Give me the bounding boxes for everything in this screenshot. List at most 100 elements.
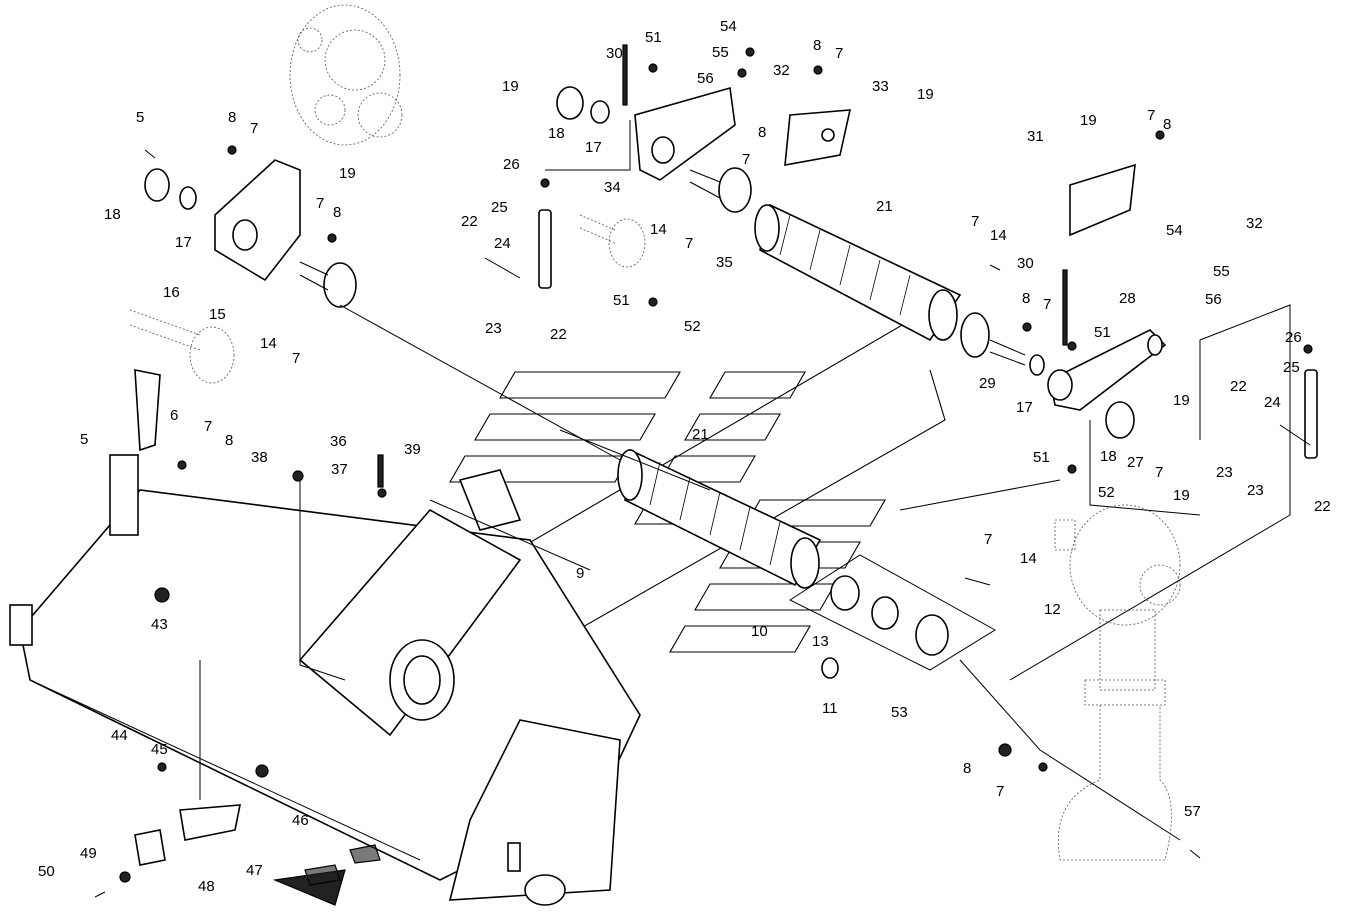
callout-52: 52: [1098, 484, 1115, 501]
callout-10: 10: [751, 623, 768, 640]
callout-5: 5: [80, 431, 88, 448]
callout-29: 29: [979, 375, 996, 392]
callout-7: 7: [1147, 107, 1155, 124]
callout-30: 30: [1017, 255, 1034, 272]
callout-27: 27: [1127, 454, 1144, 471]
callout-23: 23: [485, 320, 502, 337]
callout-7: 7: [250, 120, 258, 137]
callout-32: 32: [773, 62, 790, 79]
callout-17: 17: [175, 234, 192, 251]
callout-31: 31: [1027, 128, 1044, 145]
callout-51: 51: [1094, 324, 1111, 341]
callout-18: 18: [104, 206, 121, 223]
callout-8: 8: [813, 37, 821, 54]
main-frame: [9, 454, 641, 906]
roller-lower: [617, 448, 822, 589]
callout-56: 56: [1205, 291, 1222, 308]
callout-8: 8: [1163, 116, 1171, 133]
callout-7: 7: [204, 418, 212, 435]
leader-lines: [199, 120, 1291, 841]
callout-21: 21: [876, 198, 893, 215]
callout-19: 19: [917, 86, 934, 103]
callout-11: 11: [822, 700, 838, 717]
callout-7: 7: [971, 213, 979, 230]
callout-44: 44: [111, 727, 128, 744]
callouts: 54 30 51 55 8 7 19 56 32 33 19 18 17 8 7…: [38, 18, 1331, 895]
callout-25: 25: [491, 199, 508, 216]
callout-18: 18: [548, 125, 565, 142]
callout-50: 50: [38, 863, 55, 880]
coupling-kit: [788, 554, 996, 671]
callout-6: 6: [170, 407, 178, 424]
callout-14: 14: [1020, 550, 1037, 567]
callout-34: 34: [604, 179, 621, 196]
springs: [484, 209, 1318, 459]
callout-16: 16: [163, 284, 180, 301]
callout-8: 8: [228, 109, 236, 126]
callout-38: 38: [251, 449, 268, 466]
callout-35: 35: [716, 254, 733, 271]
callout-15: 15: [209, 306, 226, 323]
callout-7: 7: [292, 350, 300, 367]
callout-17: 17: [585, 139, 602, 156]
callout-19: 19: [502, 78, 519, 95]
right-gearbox-ghost: [1054, 504, 1181, 861]
callout-54: 54: [1166, 222, 1183, 239]
callout-23: 23: [1216, 464, 1233, 481]
callout-26: 26: [503, 156, 520, 173]
callout-5: 5: [136, 109, 144, 126]
bracket-6: [134, 369, 161, 452]
callout-48: 48: [198, 878, 215, 895]
callout-22: 22: [550, 326, 567, 343]
callout-33: 33: [872, 78, 889, 95]
callout-43: 43: [151, 616, 168, 633]
callout-8: 8: [963, 760, 971, 777]
callout-49: 49: [80, 845, 97, 862]
roller-upper: [754, 203, 962, 342]
callout-19: 19: [1080, 112, 1097, 129]
bracket-48: [134, 829, 166, 866]
callout-37: 37: [331, 461, 348, 478]
callout-22: 22: [1230, 378, 1247, 395]
callout-51: 51: [1033, 449, 1050, 466]
callout-46: 46: [292, 812, 309, 829]
ghost-shafts: [129, 214, 646, 384]
callout-56: 56: [697, 70, 714, 87]
hubs-and-bearings: [144, 86, 1163, 679]
callout-7: 7: [835, 45, 843, 62]
callout-26: 26: [1285, 329, 1302, 346]
bracket-47: [179, 804, 241, 841]
callout-14: 14: [650, 221, 667, 238]
plate-31: [1069, 163, 1136, 237]
callout-14: 14: [260, 335, 277, 352]
callout-22: 22: [461, 213, 478, 230]
callout-8: 8: [758, 124, 766, 141]
callout-24: 24: [1264, 394, 1281, 411]
callout-54: 54: [720, 18, 737, 35]
callout-7: 7: [685, 235, 693, 252]
callout-25: 25: [1283, 359, 1300, 376]
callout-21: 21: [692, 426, 709, 443]
bracket-34: [634, 86, 736, 181]
callout-17: 17: [1016, 399, 1033, 416]
callout-39: 39: [404, 441, 421, 458]
callout-7: 7: [316, 195, 324, 212]
callout-18: 18: [1100, 448, 1117, 465]
callout-8: 8: [1022, 290, 1030, 307]
callout-51: 51: [613, 292, 630, 309]
callout-28: 28: [1119, 290, 1136, 307]
callout-57: 57: [1184, 803, 1201, 820]
plate-16: [214, 159, 301, 282]
callout-52: 52: [684, 318, 701, 335]
callout-7: 7: [742, 151, 750, 168]
callout-7: 7: [984, 531, 992, 548]
callout-53: 53: [891, 704, 908, 721]
callout-32: 32: [1246, 215, 1263, 232]
callout-55: 55: [1213, 263, 1230, 280]
callout-22: 22: [1314, 498, 1331, 515]
callout-19: 19: [339, 165, 356, 182]
plate-33: [784, 109, 852, 166]
callout-19: 19: [1173, 487, 1190, 504]
bracket-28: [1049, 329, 1167, 411]
